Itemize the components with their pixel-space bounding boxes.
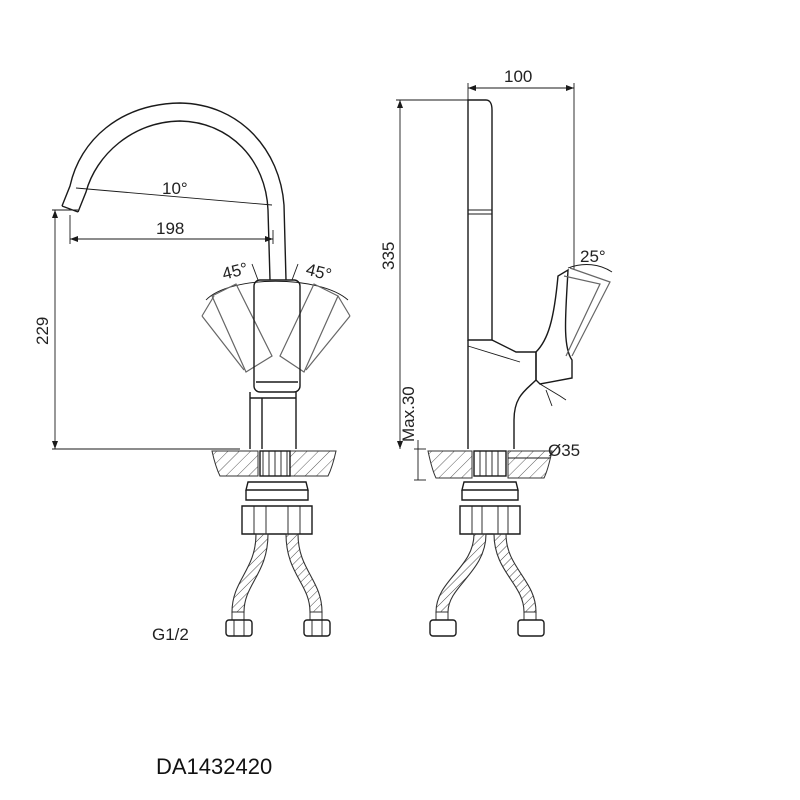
handle-swing-arc bbox=[205, 280, 349, 301]
front-body bbox=[249, 392, 297, 449]
side-mounting-nut bbox=[461, 481, 519, 501]
side-spout bbox=[467, 99, 493, 341]
model-number: DA1432420 bbox=[156, 754, 272, 779]
front-deck-right bbox=[289, 450, 337, 477]
handle-angle-right-label: 45° bbox=[304, 260, 334, 285]
side-view: 100 335 Max.30 25° bbox=[379, 67, 613, 637]
height-label: 229 bbox=[33, 317, 52, 345]
front-view: 10° 198 229 45° 45° bbox=[33, 102, 351, 644]
side-handle bbox=[535, 268, 573, 385]
handle-angle-label: 25° bbox=[580, 247, 606, 266]
angle-10-line bbox=[75, 187, 273, 206]
front-connector-right bbox=[303, 619, 331, 637]
total-height-label: 335 bbox=[379, 242, 398, 270]
max-deck-label: Max.30 bbox=[399, 386, 418, 442]
front-deck-left bbox=[211, 450, 259, 477]
side-deck-left bbox=[427, 450, 473, 479]
side-connector-left bbox=[429, 619, 457, 637]
front-mounting-nut bbox=[245, 481, 309, 501]
front-connector-left bbox=[225, 619, 253, 637]
front-hose-left bbox=[231, 533, 269, 613]
hole-diameter-label: Ø35 bbox=[548, 441, 580, 460]
front-hose-right bbox=[285, 533, 323, 613]
depth-label: 100 bbox=[504, 67, 532, 86]
spout-angle-label: 10° bbox=[162, 179, 188, 198]
reach-label: 198 bbox=[156, 219, 184, 238]
side-hose-left bbox=[435, 533, 487, 613]
handle-angle-left-label: 45° bbox=[220, 259, 250, 284]
thread-label: G1/2 bbox=[152, 625, 189, 644]
handle-center bbox=[253, 279, 301, 393]
handle-left-swung bbox=[211, 283, 273, 373]
front-spout bbox=[61, 102, 287, 281]
handle-angle-arc bbox=[567, 264, 613, 273]
side-connector-right bbox=[517, 619, 545, 637]
side-hose-right bbox=[493, 533, 537, 613]
handle-right-swung bbox=[279, 283, 339, 373]
side-deck-right bbox=[507, 450, 553, 479]
